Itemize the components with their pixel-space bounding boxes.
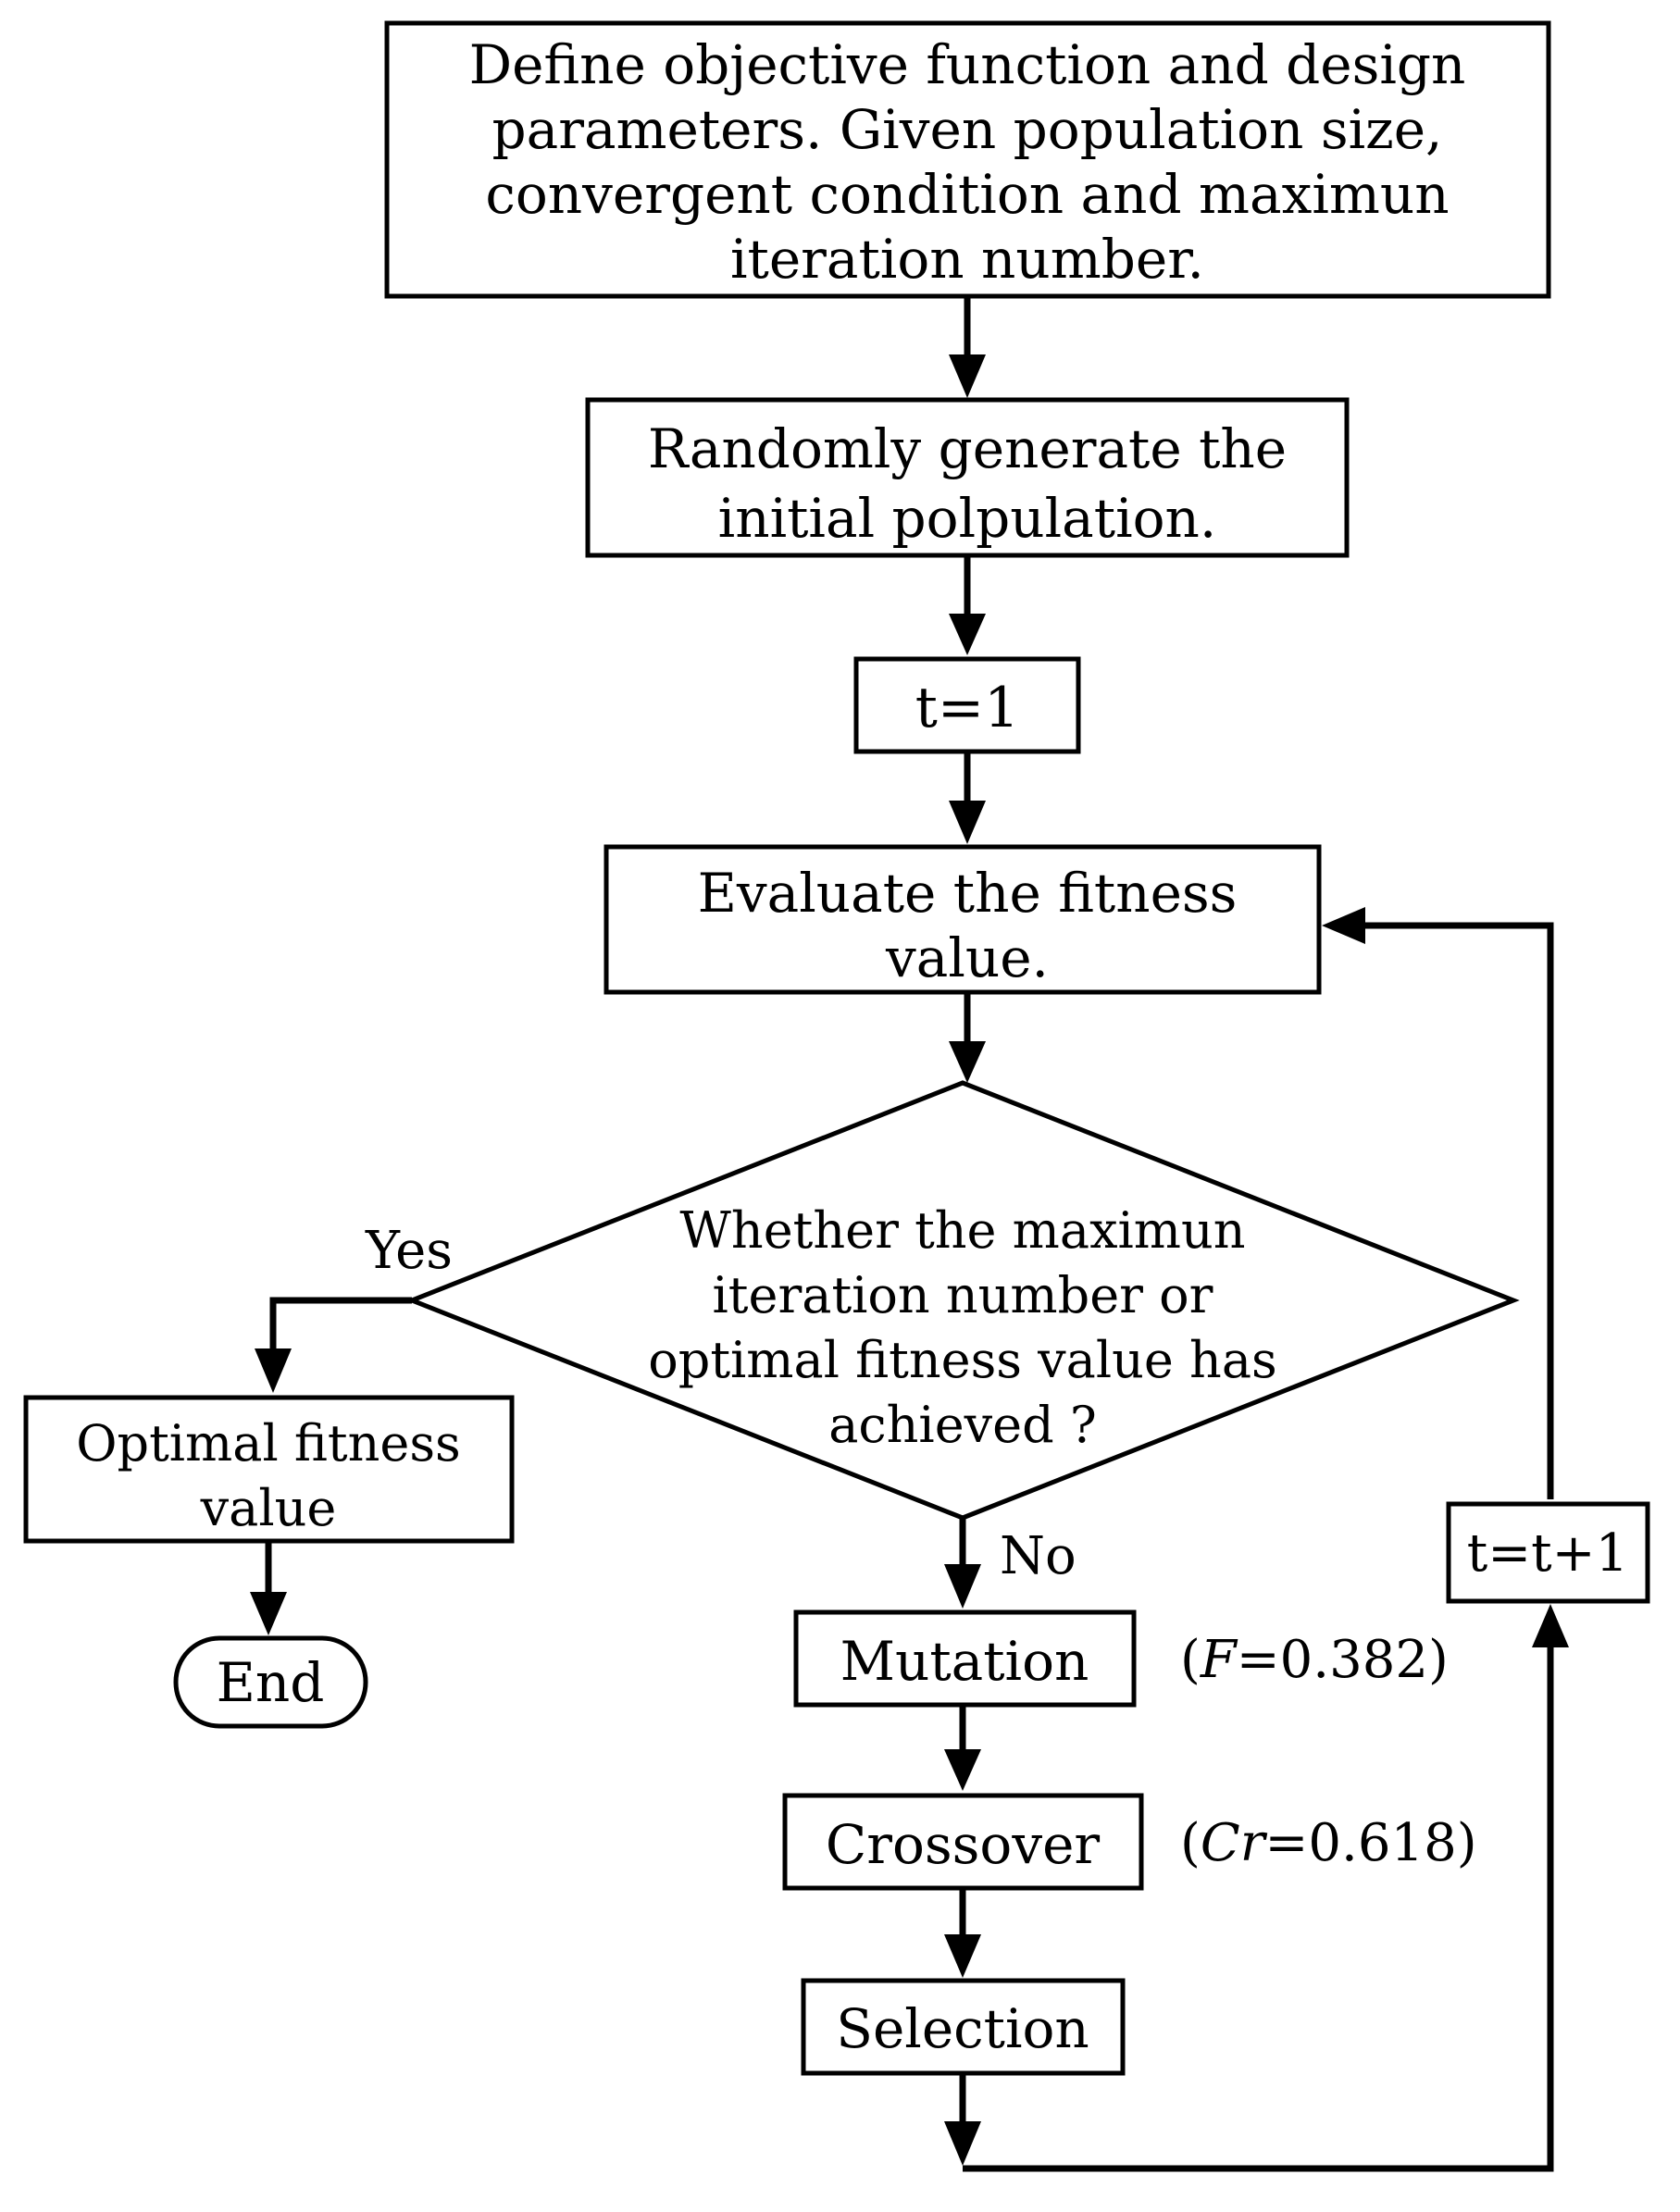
node-init-t-box (853, 656, 1081, 754)
node-optimal-box (23, 1395, 515, 1544)
node-decision: Whether the maximun iteration number or … (405, 1080, 1520, 1521)
node-define-line-4: iteration number. (730, 228, 1204, 291)
node-end: End (173, 1635, 368, 1729)
node-crossover: Crossover (782, 1793, 1144, 1891)
node-define: Define objective function and design par… (384, 20, 1551, 299)
node-generate-line-2: initial polpulation. (718, 487, 1217, 550)
arrowhead-selection-down (944, 2121, 981, 2166)
decision-yes-label: Yes (365, 1221, 453, 1281)
node-generate: Randomly generate the initial polpulatio… (585, 397, 1350, 558)
node-selection-box (801, 1978, 1126, 2076)
node-optimal: Optimal fitness value (23, 1395, 515, 1544)
loop-line-to-increment (963, 1647, 1554, 2172)
node-evaluate-line-2: value. (885, 926, 1049, 989)
node-optimal-line-2: value (200, 1479, 337, 1537)
arrowhead-increment-to-evaluate (1322, 907, 1365, 944)
node-selection-label: Selection (836, 1997, 1089, 2060)
node-decision-diamond (405, 1080, 1520, 1521)
crossover-param-open: ( (1180, 1813, 1201, 1873)
mutation-param-symbol: F (1200, 1630, 1238, 1690)
node-increment-t: t=t+1 (1446, 1501, 1650, 1604)
crossover-parameter: (Cr=0.618) (1180, 1813, 1477, 1873)
arrowhead-loop-to-increment (1532, 1604, 1569, 1647)
node-evaluate-line-1: Evaluate the fitness (698, 862, 1238, 925)
mutation-parameter: (F=0.382) (1180, 1630, 1449, 1690)
arrow-decision-yes-to-optimal (269, 1297, 412, 1356)
mutation-param-value: =0.382) (1237, 1630, 1449, 1690)
connectors (250, 296, 1569, 2172)
node-define-line-3: convergent condition and maximun (485, 163, 1449, 226)
node-define-box (384, 20, 1551, 299)
arrowhead-decision-no-to-mutation (944, 1564, 981, 1609)
arrowhead-crossover-to-selection (944, 1934, 981, 1978)
node-decision-line-4: achieved ? (828, 1396, 1097, 1454)
node-define-line-2: parameters. Given population size, (492, 98, 1443, 161)
node-init-t: t=1 (853, 656, 1081, 754)
node-decision-line-1: Whether the maximun (679, 1201, 1245, 1260)
node-selection: Selection (801, 1978, 1126, 2076)
crossover-param-value: =0.618) (1264, 1813, 1476, 1873)
arrowhead-mutation-to-crossover (944, 1749, 981, 1791)
node-define-line-1: Define objective function and design (469, 33, 1466, 96)
arrowhead-optimal-to-end (250, 1592, 287, 1635)
loop-line-increment-to-evaluate (1365, 922, 1554, 1499)
crossover-param-symbol: Cr (1201, 1813, 1268, 1873)
node-crossover-box (782, 1793, 1144, 1891)
node-decision-line-2: iteration number or (713, 1266, 1213, 1324)
node-mutation-box (793, 1609, 1137, 1708)
node-evaluate: Evaluate the fitness value. (604, 844, 1322, 995)
node-decision-line-3: optimal fitness value has (648, 1331, 1276, 1389)
decision-no-label: No (1000, 1526, 1076, 1586)
node-evaluate-box (604, 844, 1322, 995)
node-end-label: End (217, 1651, 325, 1714)
mutation-param-open: ( (1180, 1630, 1201, 1690)
node-increment-t-box (1446, 1501, 1650, 1604)
node-end-box (173, 1635, 368, 1729)
node-mutation: Mutation (793, 1609, 1137, 1708)
node-increment-t-label: t=t+1 (1467, 1523, 1628, 1584)
node-init-t-label: t=1 (915, 676, 1020, 740)
node-crossover-label: Crossover (826, 1813, 1101, 1876)
node-mutation-label: Mutation (840, 1630, 1089, 1693)
arrowhead-decision-yes-to-optimal (255, 1348, 292, 1393)
arrowhead-init-to-evaluate (949, 801, 986, 844)
arrowhead-evaluate-to-decision (949, 1041, 986, 1083)
node-optimal-line-1: Optimal fitness (76, 1414, 461, 1473)
arrowhead-generate-to-init (949, 614, 986, 655)
node-generate-line-1: Randomly generate the (648, 417, 1287, 480)
node-generate-box (585, 397, 1350, 558)
arrowhead-define-to-generate (949, 354, 986, 398)
